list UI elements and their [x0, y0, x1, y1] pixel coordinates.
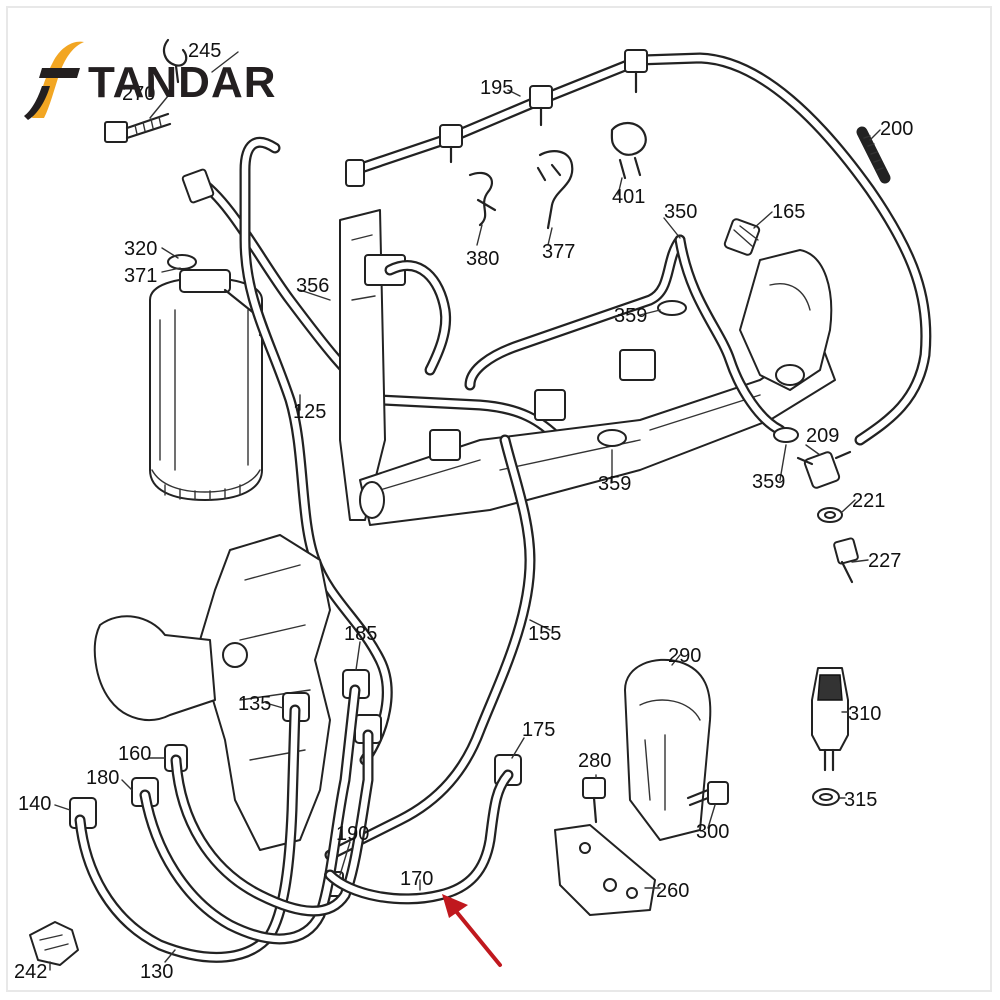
fitting-top-left: [181, 168, 215, 204]
clip-380: [468, 171, 497, 227]
bolt-300: [686, 781, 729, 807]
highlight-arrow: [442, 894, 502, 967]
hose-350: [464, 234, 786, 436]
label-242: 242: [14, 961, 47, 983]
label-125: 125: [293, 401, 326, 423]
label-227: 227: [868, 550, 901, 572]
label-221: 221: [852, 490, 885, 512]
label-185: 185: [344, 623, 377, 645]
label-195: 195: [480, 77, 513, 99]
label-135: 135: [238, 693, 271, 715]
label-356: 356: [296, 275, 329, 297]
label-200: 200: [880, 118, 913, 140]
clip-377: [536, 150, 574, 230]
injection-rail: [359, 339, 836, 526]
label-310: 310: [848, 703, 881, 725]
fuel-line-356: [239, 136, 393, 766]
label-175: 175: [522, 719, 555, 741]
label-300: 300: [696, 821, 729, 843]
hose-clamp-320-371: [167, 254, 197, 270]
label-377: 377: [542, 241, 575, 263]
label-270: 270: [122, 83, 155, 105]
injection-lines-130: [74, 684, 374, 963]
image-frame: [6, 6, 992, 992]
label-320: 320: [124, 238, 157, 260]
label-280: 280: [578, 750, 611, 772]
leak-off-line-170: [324, 769, 514, 905]
logo-mark-icon: [24, 41, 84, 120]
label-359-c: 359: [752, 471, 785, 493]
part-242: [29, 921, 79, 966]
label-315: 315: [844, 789, 877, 811]
bolt-280: [582, 777, 606, 824]
part-labels: 245 270 195 200 320 371 356 380 377 401 …: [14, 40, 913, 983]
pump-housing-right: [739, 249, 833, 391]
label-160: 160: [118, 743, 151, 765]
label-260: 260: [656, 880, 689, 902]
return-line-195: [345, 49, 932, 446]
damper-290: [624, 658, 712, 841]
label-140: 140: [18, 793, 51, 815]
label-180: 180: [86, 767, 119, 789]
clamp-359-c: [773, 427, 799, 443]
clip-401: [610, 122, 647, 180]
fitting-165: [723, 218, 761, 256]
label-359-b: 359: [598, 473, 631, 495]
label-209: 209: [806, 425, 839, 447]
injector: [339, 209, 452, 521]
hose-200: [856, 126, 891, 184]
label-401: 401: [612, 186, 645, 208]
clamp-359-a: [657, 300, 687, 316]
bolt-270: [104, 112, 172, 143]
label-359-a: 359: [614, 305, 647, 327]
label-245: 245: [188, 40, 221, 62]
bracket-260: [554, 824, 656, 916]
fuel-line-155: [324, 434, 536, 861]
clip-245: [162, 38, 188, 84]
label-190: 190: [336, 823, 369, 845]
label-290: 290: [668, 645, 701, 667]
washer-221: [817, 507, 843, 523]
label-350: 350: [664, 201, 697, 223]
leader-lines: [49, 51, 881, 971]
label-170: 170: [400, 868, 433, 890]
label-165: 165: [772, 201, 805, 223]
banjo-209: [796, 450, 852, 489]
label-371: 371: [124, 265, 157, 287]
washer-315: [812, 788, 840, 806]
brand-logo: TANDAR: [22, 38, 277, 122]
pressure-sensor-310: [811, 667, 849, 772]
logo-text: TANDAR: [88, 58, 277, 107]
bolt-227: [833, 537, 859, 584]
label-130: 130: [140, 961, 173, 983]
clamp-359-b: [597, 429, 627, 447]
label-155: 155: [528, 623, 561, 645]
label-380: 380: [466, 248, 499, 270]
